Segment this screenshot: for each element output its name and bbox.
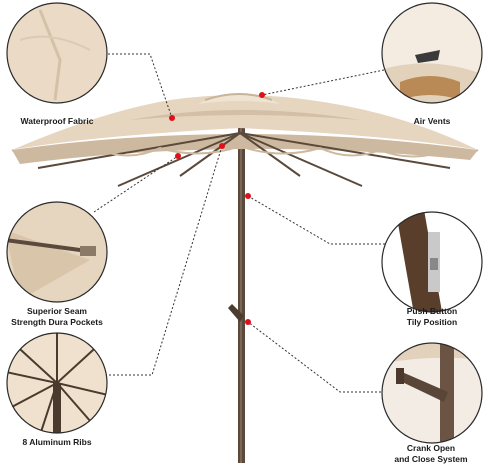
- canopy: [12, 95, 478, 150]
- label-push-button: Push Button Tily Position: [406, 306, 458, 327]
- umbrella-ribs: [37, 132, 451, 187]
- marker-ribs: [219, 143, 225, 149]
- detail-push-button: [381, 211, 483, 313]
- detail-ribs: [6, 332, 108, 434]
- label-air-vents: Air Vents: [413, 116, 451, 126]
- detail-pockets: [6, 201, 108, 303]
- marker-fabric: [169, 115, 175, 121]
- umbrella: [11, 93, 479, 463]
- canopy-underside: [12, 134, 478, 164]
- label-crank: Crank Open and Close System: [394, 443, 468, 464]
- label-aluminum-ribs: 8 Aluminum Ribs: [22, 437, 92, 447]
- detail-fabric: [6, 2, 108, 104]
- marker-button: [245, 193, 251, 199]
- feature-markers: [169, 92, 265, 325]
- marker-pockets: [175, 153, 181, 159]
- crank-handle: [228, 304, 244, 322]
- detail-vents: [381, 2, 483, 104]
- marker-crank: [245, 319, 251, 325]
- marker-vents: [259, 92, 265, 98]
- detail-crank: [381, 342, 483, 444]
- label-seam-pockets: Superior Seam Strength Dura Pockets: [11, 306, 103, 327]
- leader-lines: [93, 53, 385, 393]
- label-waterproof-fabric: Waterproof Fabric: [20, 116, 94, 126]
